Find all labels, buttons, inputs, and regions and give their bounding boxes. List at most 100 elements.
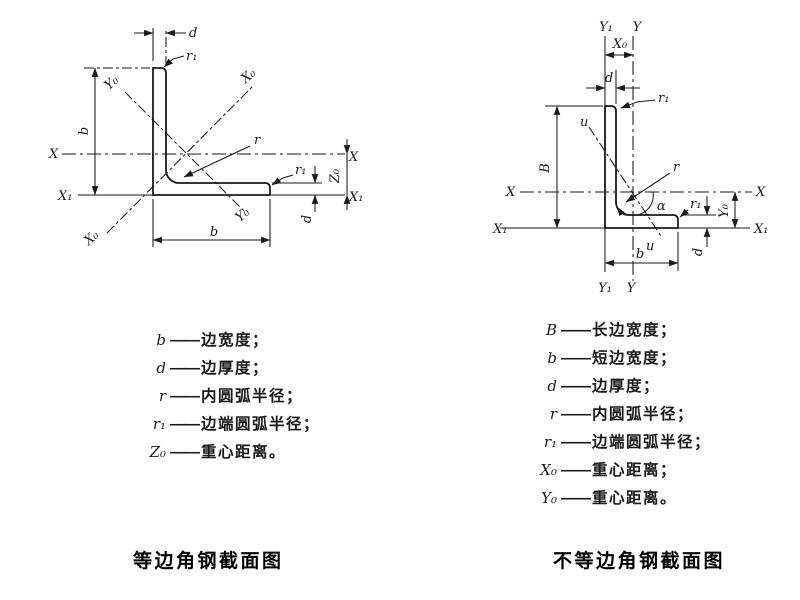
legend-symbol: r	[158, 387, 166, 405]
label-x1-left: X₁	[492, 222, 507, 237]
label-d-top: d	[605, 71, 613, 86]
label-u-lower: u	[646, 239, 654, 254]
legend-connector: ——	[561, 378, 591, 395]
unequal-angle-caption: 不等边角钢截面图	[553, 551, 726, 572]
label-r: r	[673, 160, 680, 175]
label-d-side: d	[691, 248, 706, 256]
alpha-angle-arc	[616, 191, 654, 217]
legend-text: 边厚度；	[592, 378, 661, 395]
unequal-angle-diagram: Y₁ Y X₀ d r₁ u B X X X₁ X₁ r α r₁ Y₀ d u…	[492, 20, 768, 296]
leader-r1-top	[163, 55, 185, 68]
label-y0-upper: Y₀	[102, 73, 123, 94]
label-x0-upper: X₀	[238, 65, 260, 87]
label-r1-end: r₁	[295, 163, 306, 178]
label-y-bottom: Y	[627, 281, 637, 296]
label-b-bottom: b	[636, 247, 644, 262]
dim-d-right	[272, 166, 322, 212]
leader-r	[625, 172, 671, 203]
legend-connector: ——	[561, 434, 591, 451]
legend-row-y0: Y₀ —— 重心距离。	[505, 486, 711, 514]
legend-connector: ——	[170, 444, 200, 461]
diagrams-canvas: d r₁ Y₀ X₀ b X X X₁ X₁ r r₁ Z₀ d X₀ Y₀ b	[48, 20, 768, 296]
legend-connector: ——	[170, 388, 200, 405]
dim-b-bottom	[152, 199, 271, 247]
label-y0-dim: Y₀	[717, 203, 732, 218]
x0-axis-line	[106, 86, 253, 234]
label-x1-left: X₁	[57, 189, 72, 204]
legend-row-r1: r₁ —— 边端圆弧半径；	[130, 412, 320, 440]
legend-text: 边厚度；	[201, 360, 270, 377]
legend-symbol: Z₀	[149, 443, 166, 461]
legend-text: 边宽度；	[201, 332, 270, 349]
label-z0: Z₀	[328, 168, 343, 184]
legend-row-r: r —— 内圆弧半径；	[130, 384, 320, 412]
label-y0-lower: Y₀	[233, 205, 254, 226]
legend-connector: ——	[561, 406, 591, 423]
legend-row-B: B —— 长边宽度；	[505, 318, 711, 346]
label-y1-top: Y₁	[599, 20, 613, 35]
legend-connector: ——	[170, 416, 200, 433]
legend-row-z0: Z₀ —— 重心距离。	[130, 440, 320, 468]
legend-text: 边端圆弧半径；	[201, 416, 321, 433]
legend-symbol: d	[156, 359, 166, 377]
label-r1-top: r₁	[658, 91, 669, 106]
legend-text: 重心距离；	[592, 462, 678, 479]
legend-text: 内圆弧半径；	[592, 406, 695, 423]
label-x1-right: X₁	[348, 190, 363, 205]
label-x1-right: X₁	[753, 222, 768, 237]
legend-symbol: r₁	[152, 415, 166, 433]
legend-row-b: b —— 边宽度；	[130, 328, 320, 356]
legend-connector: ——	[170, 332, 200, 349]
legend-row-r: r —— 内圆弧半径；	[505, 402, 711, 430]
legend-row-x0: X₀ —— 重心距离；	[505, 458, 711, 486]
legend-symbol: d	[547, 377, 557, 395]
legend-symbol: Y₀	[541, 489, 557, 507]
label-x-right: X	[755, 185, 766, 200]
unequal-angle-profile	[604, 105, 679, 229]
leader-r	[183, 145, 251, 178]
label-r1-top: r₁	[186, 49, 197, 64]
leader-r1-end	[679, 208, 689, 218]
legend-symbol: b	[156, 331, 166, 349]
label-alpha: α	[657, 199, 666, 214]
legend-connector: ——	[561, 350, 591, 367]
legend-text: 重心距离。	[592, 490, 678, 507]
label-x-right: X	[348, 150, 359, 165]
label-d-side: d	[300, 215, 315, 223]
label-r: r	[254, 133, 261, 148]
legend-symbol: r	[549, 405, 557, 423]
dim-B	[545, 105, 603, 229]
dim-d-top	[134, 28, 186, 66]
equal-angle-legend: b —— 边宽度； d —— 边厚度； r —— 内圆弧半径； r₁ —— 边端…	[130, 328, 320, 468]
label-x-left: X	[505, 185, 516, 200]
equal-angle-diagram: d r₁ Y₀ X₀ b X X X₁ X₁ r r₁ Z₀ d X₀ Y₀ b	[48, 26, 363, 249]
legend-row-r1: r₁ —— 边端圆弧半径；	[505, 430, 711, 458]
label-d-top: d	[189, 26, 197, 41]
y0-axis-line	[124, 91, 246, 213]
label-b-long: B	[538, 163, 553, 174]
legend-row-d: d —— 边厚度；	[505, 374, 711, 402]
label-y-top: Y	[633, 20, 643, 35]
legend-text: 内圆弧半径；	[201, 388, 304, 405]
leader-r1-top	[620, 99, 656, 109]
legend-connector: ——	[561, 490, 591, 507]
legend-text: 长边宽度；	[592, 322, 678, 339]
label-b-bottom: b	[210, 225, 218, 240]
legend-connector: ——	[170, 360, 200, 377]
label-x0-lower: X₀	[81, 227, 103, 249]
label-x0-dim: X₀	[612, 37, 628, 52]
legend-connector: ——	[561, 462, 591, 479]
label-b-side: b	[77, 127, 92, 135]
legend-text: 边端圆弧半径；	[592, 434, 712, 451]
dim-b-left	[84, 67, 150, 196]
equal-angle-caption: 等边角钢截面图	[133, 551, 284, 572]
dim-d-side	[681, 196, 716, 247]
dim-b-bottom	[604, 232, 679, 271]
legend-symbol: b	[547, 349, 557, 367]
legend-symbol: X₀	[540, 461, 557, 479]
equal-angle-profile	[152, 67, 271, 196]
label-u-upper: u	[580, 115, 588, 130]
legend-connector: ——	[561, 322, 591, 339]
legend-row-b: b —— 短边宽度；	[505, 346, 711, 374]
